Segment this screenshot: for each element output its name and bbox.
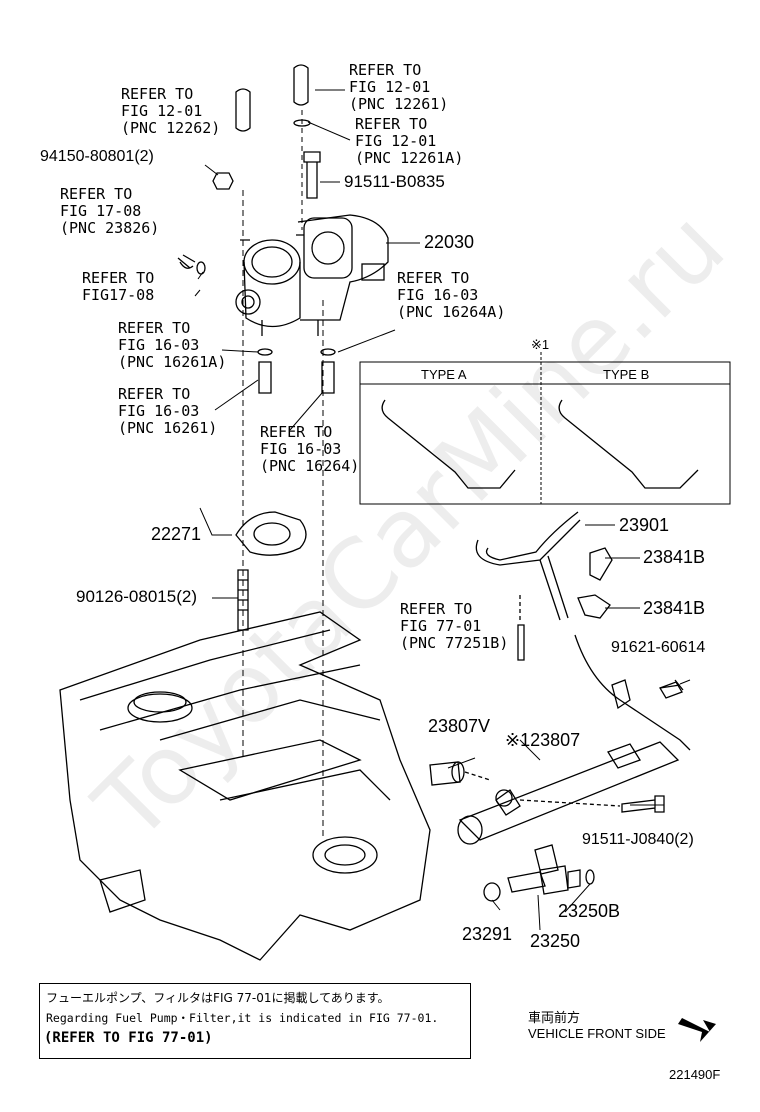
clip-23841b-2 <box>577 594 611 619</box>
refer-label-12262: REFER TO FIG 12-01 (PNC 12262) <box>121 85 221 137</box>
part-90126: 90126-08015(2) <box>76 587 197 606</box>
refer-label-77251b: REFER TO FIG 77-01 (PNC 77251B) <box>400 600 509 652</box>
part-91511-b0835: 91511-B0835 <box>344 172 445 191</box>
note-japanese: フューエルポンプ、フィルタはFIG 77-01に掲載してあります。 <box>46 991 390 1005</box>
note-reference: (REFER TO FIG 77-01) <box>44 1030 213 1046</box>
note-english: Regarding Fuel Pump・Filter,it is indicat… <box>46 1011 439 1025</box>
diagram-id: 221490F <box>669 1067 721 1082</box>
part-94150: 94150-80801(2) <box>40 148 154 165</box>
front-english: VEHICLE FRONT SIDE <box>528 1026 666 1041</box>
part-23250b: 23250B <box>558 901 621 921</box>
part-23291: 23291 <box>462 924 513 944</box>
refer-label-16264a: REFER TO FIG 16-03 (PNC 16264A) <box>397 269 506 321</box>
note-box <box>39 983 471 1059</box>
refer-label-16261a: REFER TO FIG 16-03 (PNC 16261A) <box>118 319 227 371</box>
oring-23250b <box>585 869 595 885</box>
front-arrow <box>678 1018 716 1042</box>
clip-23841b-1 <box>589 547 613 581</box>
hose-77251b <box>517 624 525 661</box>
hose-12262 <box>235 88 251 132</box>
type-a-label: TYPE A <box>421 367 467 382</box>
hose-23901 <box>475 511 581 566</box>
part-22271: 22271 <box>151 524 202 544</box>
bolt-91511j <box>621 795 665 813</box>
refer-label-16261: REFER TO FIG 16-03 (PNC 16261) <box>118 385 218 437</box>
part-23841b-lower: 23841B <box>643 598 706 618</box>
insulator-23291 <box>483 882 501 902</box>
engine-block <box>59 611 431 961</box>
refer-label-12261: REFER TO FIG 12-01 (PNC 12261) <box>349 61 449 113</box>
type-b-label: TYPE B <box>603 367 650 382</box>
nut-94150 <box>212 172 234 190</box>
hose-16264 <box>321 361 335 394</box>
type-b-pipe <box>558 399 699 489</box>
refer-label-12261a: REFER TO FIG 12-01 (PNC 12261A) <box>355 115 464 167</box>
injector-23250 <box>507 844 581 895</box>
type-mark: ※1 <box>531 337 550 352</box>
refer-label-fig17-08: REFER TO FIG17-08 <box>82 269 155 304</box>
part-23807: ※123807 <box>505 730 581 750</box>
front-japanese: 車両前方 <box>528 1010 581 1025</box>
part-91511-j0840: 91511-J0840(2) <box>582 831 694 848</box>
part-22030: 22030 <box>424 232 475 252</box>
fuel-pipe <box>574 634 691 751</box>
refer-label-23826: REFER TO FIG 17-08 (PNC 23826) <box>60 185 160 237</box>
part-23841b-upper: 23841B <box>643 547 706 567</box>
hose-12261 <box>293 64 309 106</box>
part-23250: 23250 <box>530 931 581 951</box>
refer-label-16264: REFER TO FIG 16-03 (PNC 16264) <box>260 423 360 475</box>
bolt-91511 <box>303 151 321 199</box>
part-91621: 91621-60614 <box>611 639 706 656</box>
type-table <box>359 361 731 505</box>
hose-23826 <box>177 254 196 269</box>
type-a-pipe <box>381 399 516 489</box>
part-23901: 23901 <box>619 515 670 535</box>
fuel-rail-23807 <box>457 741 680 845</box>
part-23807v: 23807V <box>428 716 491 736</box>
throttle-body <box>235 214 389 336</box>
hose-16261 <box>258 361 272 394</box>
gasket-22271 <box>235 511 307 556</box>
bolt-91621 <box>659 681 683 699</box>
